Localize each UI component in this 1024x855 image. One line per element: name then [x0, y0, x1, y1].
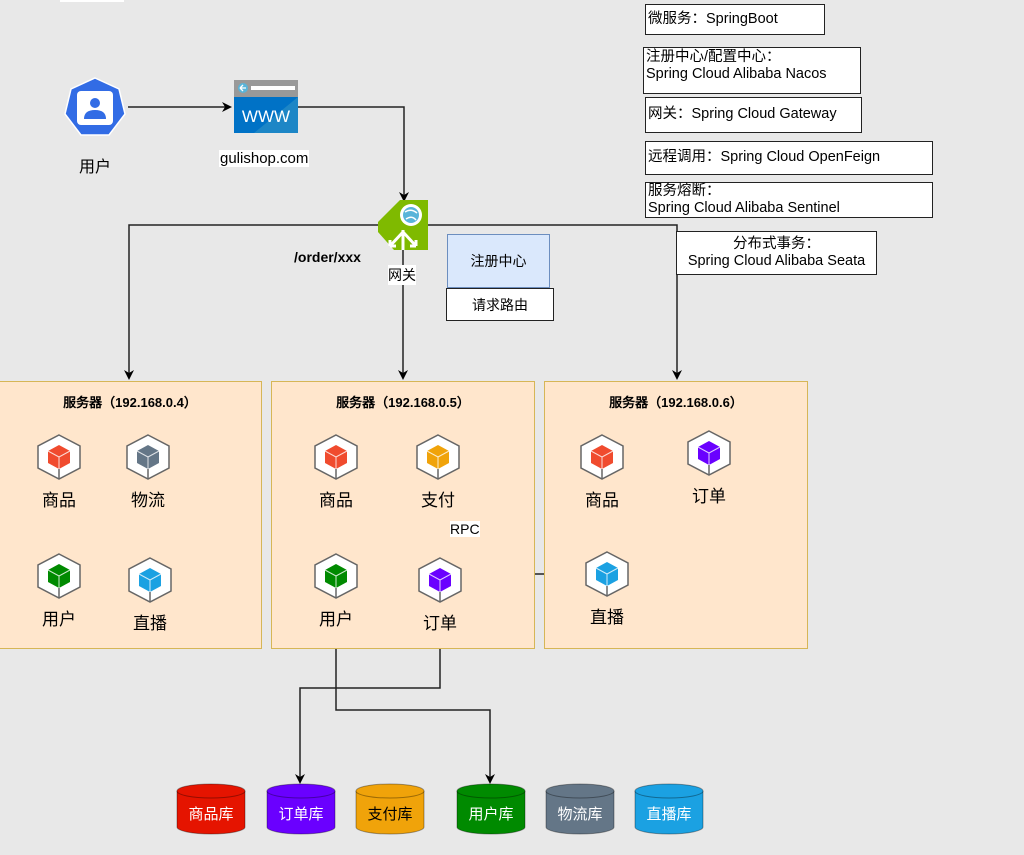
- service-live[interactable]: 直播: [577, 551, 637, 628]
- service-label: 直播: [133, 614, 167, 633]
- database-icon: [266, 783, 336, 835]
- service-label: 用户: [42, 610, 76, 629]
- database-label: 商品库: [188, 806, 234, 823]
- database-icon: [355, 783, 425, 835]
- legend-sentinel: 服务熔断：Spring Cloud Alibaba Sentinel: [645, 182, 933, 218]
- service-cube-icon: [687, 430, 731, 476]
- live-db[interactable]: 直播库: [634, 783, 704, 835]
- server-192-168-0-6: 服务器（192.168.0.6）: [544, 381, 808, 649]
- database-label: 物流库: [557, 806, 603, 823]
- request-routing[interactable]: 请求路由: [446, 288, 554, 321]
- service-cube-icon: [314, 553, 358, 599]
- user-node[interactable]: 用户: [62, 77, 128, 177]
- route-path-label: /order/xxx: [294, 249, 361, 265]
- service-label: 支付: [421, 491, 455, 510]
- service-cube-icon: [37, 434, 81, 480]
- service-cube-icon: [126, 434, 170, 480]
- service-label: 直播: [590, 608, 624, 627]
- service-cube-icon: [37, 553, 81, 599]
- website-icon: WWW: [234, 80, 298, 133]
- service-live[interactable]: 直播: [120, 557, 180, 634]
- service-payment[interactable]: 支付: [408, 434, 468, 511]
- gateway-icon[interactable]: [378, 200, 428, 250]
- service-product[interactable]: 商品: [306, 434, 366, 511]
- service-cube-icon: [314, 434, 358, 480]
- service-user[interactable]: 用户: [306, 553, 366, 630]
- service-product[interactable]: 商品: [572, 434, 632, 511]
- service-label: 商品: [585, 491, 619, 510]
- server-192-168-0-5: 服务器（192.168.0.5）: [271, 381, 535, 649]
- legend-nacos: 注册中心/配置中心：Spring Cloud Alibaba Nacos: [643, 47, 861, 94]
- edge-gateway-to-server1: [124, 224, 380, 380]
- database-label: 订单库: [278, 806, 324, 823]
- service-product[interactable]: 商品: [29, 434, 89, 511]
- logistics-db[interactable]: 物流库: [545, 783, 615, 835]
- rpc-label: RPC: [450, 521, 480, 537]
- service-label: 用户: [319, 610, 353, 629]
- product-db[interactable]: 商品库: [176, 783, 246, 835]
- server-192-168-0-4: 服务器（192.168.0.4）: [0, 381, 262, 649]
- server-title: 服务器（192.168.0.4）: [63, 395, 197, 410]
- legend-springboot: 微服务：SpringBoot: [645, 4, 825, 35]
- user-icon: [64, 77, 126, 136]
- service-cube-icon: [585, 551, 629, 597]
- database-label: 直播库: [646, 806, 692, 823]
- database-icon: [456, 783, 526, 835]
- service-label: 商品: [319, 491, 353, 510]
- service-label: 订单: [692, 487, 726, 506]
- server-title: 服务器（192.168.0.5）: [336, 395, 470, 410]
- canvas-fragment: [60, 0, 124, 2]
- registry-center[interactable]: 注册中心: [447, 234, 550, 288]
- service-order[interactable]: 订单: [679, 430, 739, 507]
- server-title: 服务器（192.168.0.6）: [609, 395, 743, 410]
- website-label[interactable]: gulishop.com: [219, 150, 310, 167]
- service-label: 物流: [131, 491, 165, 510]
- service-cube-icon: [416, 434, 460, 480]
- legend-gateway: 网关：Spring Cloud Gateway: [645, 97, 862, 133]
- service-cube-icon: [128, 557, 172, 603]
- service-cube-icon: [580, 434, 624, 480]
- edge-web-to-gateway: [298, 106, 409, 202]
- database-icon: [545, 783, 615, 835]
- user-db[interactable]: 用户库: [456, 783, 526, 835]
- order-db[interactable]: 订单库: [266, 783, 336, 835]
- legend-seata: 分布式事务：Spring Cloud Alibaba Seata: [676, 231, 877, 275]
- service-label: 订单: [423, 614, 457, 633]
- payment-db[interactable]: 支付库: [355, 783, 425, 835]
- database-label: 用户库: [468, 806, 514, 823]
- service-label: 商品: [42, 491, 76, 510]
- legend-openfeign: 远程调用：Spring Cloud OpenFeign: [645, 141, 933, 175]
- service-cube-icon: [418, 557, 462, 603]
- svg-text:WWW: WWW: [242, 107, 290, 126]
- database-label: 支付库: [367, 806, 413, 823]
- gateway-label: 网关: [388, 265, 416, 285]
- user-label: 用户: [78, 159, 111, 176]
- service-user[interactable]: 用户: [29, 553, 89, 630]
- service-logistics[interactable]: 物流: [118, 434, 178, 511]
- service-order[interactable]: 订单: [410, 557, 470, 634]
- database-icon: [634, 783, 704, 835]
- database-icon: [176, 783, 246, 835]
